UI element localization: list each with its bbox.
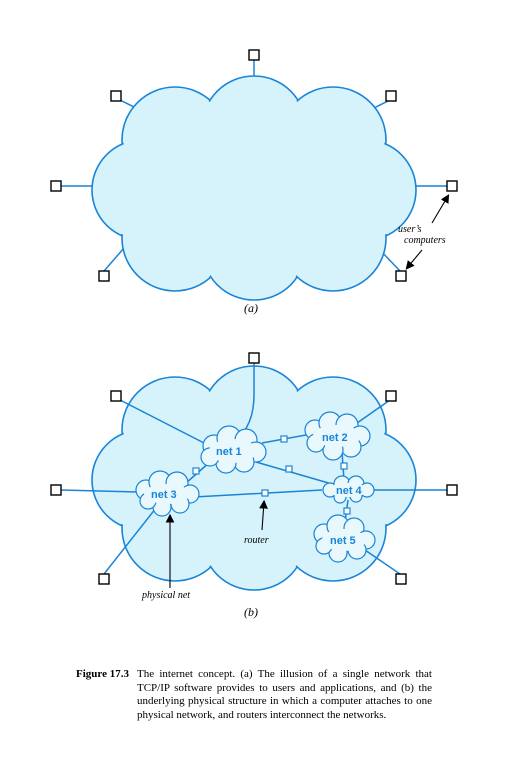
computer-box (248, 352, 260, 364)
link-bottom-right-to-net5 (361, 547, 401, 575)
annotation-users-computers-line1: user’s (398, 224, 422, 235)
router-box (261, 489, 269, 497)
net-4-label: net 4 (336, 485, 363, 497)
net-3-label: net 3 (151, 489, 177, 501)
router-box (340, 462, 348, 470)
arrow-to-computer-bottom-right (405, 249, 423, 270)
router-box (343, 507, 351, 515)
physical-net-annotation: physical net (141, 590, 190, 601)
router-annotation: router (244, 535, 269, 546)
net-1-label: net 1 (216, 446, 242, 458)
panel-b-routers (192, 435, 351, 515)
annotation-users-computers-line2: computers (404, 235, 446, 246)
link-bottom-left (103, 247, 125, 272)
figure-caption: Figure 17.3 The internet concept. (a) Th… (76, 668, 432, 722)
net-5-label: net 5 (330, 535, 356, 547)
physical-net-4: net 4 (322, 475, 375, 504)
figure-number: Figure 17.3 (76, 668, 129, 680)
internet-concept-diagram: user’s computers (a) (50, 49, 458, 619)
computer-box (446, 180, 458, 192)
panel-a-label: (a) (244, 301, 258, 315)
physical-net-1: net 1 (200, 425, 267, 474)
computer-box (248, 49, 260, 61)
internet-cloud-a (91, 75, 417, 301)
figure-caption-text: The internet concept. (a) The illusion o… (137, 668, 432, 721)
router-box (280, 435, 288, 443)
link-top-left-to-net1 (119, 399, 207, 445)
link-net1-net4 (255, 461, 333, 485)
computer-box (385, 390, 397, 402)
computer-box (98, 270, 110, 282)
arrow-to-computer-right (431, 194, 450, 224)
net-2-label: net 2 (322, 432, 348, 444)
panel-b-label: (b) (244, 605, 258, 619)
computer-box (446, 484, 458, 496)
router-box (285, 465, 293, 473)
panel-a-computers (50, 49, 458, 282)
physical-net-2: net 2 (304, 411, 371, 461)
computer-box (385, 90, 397, 102)
computer-box (110, 90, 122, 102)
physical-net-3: net 3 (135, 470, 200, 517)
computer-box (50, 484, 62, 496)
computer-box (50, 180, 62, 192)
panel-b-computers (50, 352, 458, 585)
panel-b: net 1 net 2 (50, 352, 458, 619)
computer-box (395, 573, 407, 585)
link-net3-net4 (193, 489, 323, 498)
computer-box (395, 270, 407, 282)
computer-box (98, 573, 110, 585)
physical-net-5: net 5 (313, 514, 376, 563)
link-bottom-left-to-net3 (103, 507, 157, 575)
link-left-to-net3 (60, 489, 139, 493)
router-box (192, 467, 200, 475)
panel-a: user’s computers (a) (50, 49, 458, 315)
computer-box (110, 390, 122, 402)
arrow-to-router (259, 499, 268, 531)
